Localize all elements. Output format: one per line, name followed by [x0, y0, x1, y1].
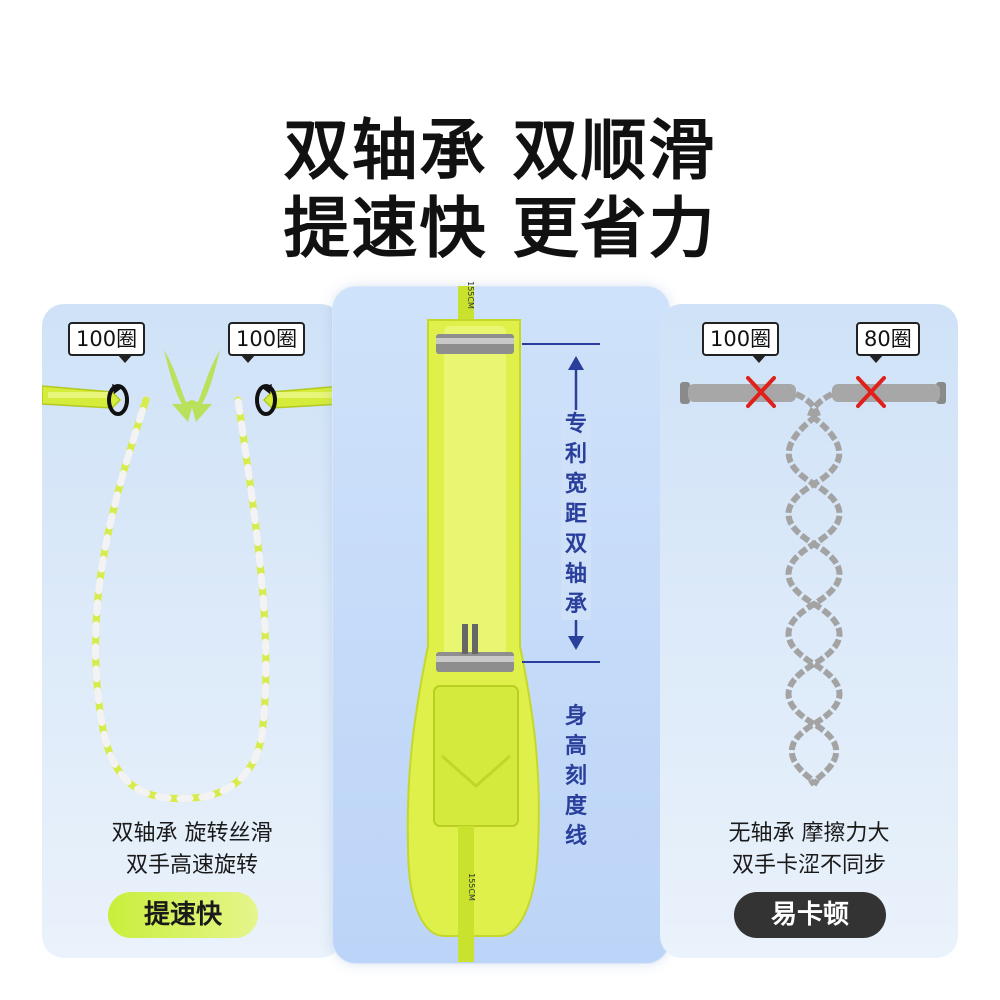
rope-bottom: [458, 826, 474, 962]
cross-icon-right: [856, 376, 886, 408]
rope-mark-bottom: 155CM: [467, 873, 476, 901]
motion-arrow-left-icon: [164, 350, 194, 422]
twisted-rope: [785, 391, 843, 787]
badge-stuck: 易卡顿: [734, 892, 886, 938]
handle-cutaway-illustration: [406, 286, 600, 962]
rotate-icon-right: [255, 384, 277, 416]
badge-fast: 提速快: [108, 892, 258, 938]
rotation-count-bubble-right: 100圈: [228, 322, 306, 363]
left-caption-line-1: 双轴承 旋转丝滑: [111, 821, 273, 846]
rotation-count-bubble-right: 80圈: [856, 322, 920, 363]
grey-handle-right: [832, 382, 946, 404]
handle-grip-cover: [433, 685, 519, 827]
right-caption-line-2: 双手卡涩不同步: [731, 853, 886, 878]
grey-handle-left: [680, 382, 796, 404]
rope-top: [458, 286, 474, 326]
rope-loop: [92, 396, 270, 803]
rope-mark-top: 155CM: [466, 281, 475, 309]
right-handle: [262, 385, 342, 409]
cross-icon-left: [746, 376, 776, 408]
panel-with-bearings: [42, 304, 342, 958]
rope-with-bearings-illustration: [42, 350, 342, 803]
rotation-count-bubble-left: 100圈: [702, 322, 780, 363]
arrow-down-icon: [568, 636, 584, 650]
scale-line-label: 身高刻度线: [564, 704, 587, 849]
left-caption-line-2: 双手高速旋转: [125, 853, 258, 878]
headline-line-1: 双轴承 双顺滑: [283, 112, 717, 189]
rotation-count-bubble-left: 100圈: [68, 322, 146, 363]
bearing-label: 专利宽距双轴承: [561, 410, 591, 620]
arrow-up-icon: [568, 356, 584, 370]
rotate-icon-left: [107, 384, 129, 416]
right-caption-line-1: 无轴承 摩擦力大: [728, 821, 890, 846]
motion-arrow-right-icon: [190, 350, 220, 422]
tangled-rope-illustration: [680, 376, 946, 787]
left-handle: [42, 385, 122, 409]
headline-line-2: 提速快 更省力: [283, 190, 717, 267]
